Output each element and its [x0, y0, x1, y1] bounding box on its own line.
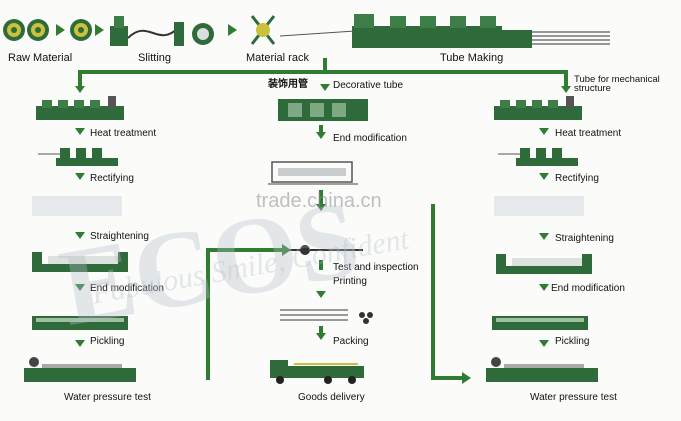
trade-china-watermark: trade.china.cn [256, 190, 382, 212]
arrow-right-icon [95, 24, 104, 36]
raw-material-label: Raw Material [8, 52, 73, 64]
left-straightening-machine [32, 252, 128, 272]
arrow-down-icon [75, 128, 85, 135]
tube-bundle [280, 309, 373, 324]
arrow-down-icon [75, 340, 85, 347]
center-end-machine [278, 99, 368, 121]
right-rectifying-label: Rectifying [555, 173, 599, 184]
arrow-down-icon [316, 204, 326, 211]
right-loop-bottom [431, 376, 463, 380]
connector-right [564, 70, 568, 88]
goods-delivery-label: Goods delivery [298, 392, 365, 403]
right-rectifying-machine [498, 148, 578, 166]
right-pickling-label: Pickling [555, 336, 590, 347]
arrow-down-icon [561, 86, 571, 93]
left-heat-machine [36, 96, 124, 120]
left-water-test-machine [24, 357, 136, 382]
material-rack [250, 15, 276, 45]
slitting-label: Slitting [138, 52, 172, 64]
center-stem-3 [319, 260, 323, 270]
printing-label: Printing [333, 276, 367, 287]
right-water-pressure-label: Water pressure test [530, 392, 617, 403]
packing-label: Packing [333, 336, 369, 347]
arrow-right-icon [282, 244, 291, 256]
test-inspection-label: Test and inspection [333, 262, 419, 273]
decorative-tube-chinese-label: 装饰用管 [268, 79, 308, 90]
center-stem-4 [319, 326, 323, 334]
arrow-down-icon [75, 86, 85, 93]
center-stem-1 [319, 125, 323, 133]
arrow-down-icon [320, 84, 330, 91]
material-rack-label: Material rack [246, 52, 309, 64]
left-rectifying-label: Rectifying [90, 173, 134, 184]
right-tube-mechanical-label: Tube for mechanical [574, 74, 660, 85]
left-pickling-tank [32, 316, 128, 330]
slitting-machine [110, 16, 214, 46]
right-blurred-stage [494, 196, 584, 216]
center-cut-machine [268, 161, 358, 185]
distribution-bar [78, 70, 568, 74]
arrow-down-icon [75, 284, 85, 291]
arrow-down-icon [539, 128, 549, 135]
left-heat-treatment-label: Heat treatment [90, 128, 157, 139]
connector-left [78, 70, 82, 88]
left-water-pressure-label: Water pressure test [64, 392, 151, 403]
center-end-modification-label: End modification [333, 133, 407, 144]
arrow-down-icon [316, 132, 326, 139]
arrow-right-icon [228, 24, 237, 36]
left-blurred-stage [32, 196, 122, 216]
right-water-test-machine [486, 357, 598, 382]
right-straightening-label: Straightening [555, 233, 614, 244]
arrow-down-icon [539, 233, 549, 240]
arrow-down-icon [75, 232, 85, 239]
left-loop-vertical [206, 248, 210, 380]
right-pickling-tank [492, 316, 588, 330]
left-pickling-label: Pickling [90, 336, 125, 347]
arrow-right-icon [56, 24, 65, 36]
test-probe-icon [287, 245, 363, 255]
right-straightening-machine [496, 254, 592, 274]
tube-making-label: Tube Making [440, 52, 504, 64]
coil-icon [70, 19, 92, 41]
arrow-right-icon [462, 372, 471, 384]
decorative-tube-label: Decorative tube [333, 80, 404, 91]
arrow-down-icon [316, 333, 326, 340]
left-straightening-label: Straightening [90, 231, 149, 242]
right-structure-label: structure [574, 83, 611, 94]
center-stem-2 [319, 190, 323, 206]
right-heat-treatment-label: Heat treatment [555, 128, 622, 139]
left-rectifying-machine [38, 148, 118, 166]
raw-material-coils [3, 19, 49, 41]
right-heat-machine [494, 96, 582, 120]
right-loop-vertical [431, 204, 435, 380]
connector-down [323, 58, 327, 70]
right-end-modification-label: End modification [551, 283, 625, 294]
delivery-truck-icon [270, 360, 364, 384]
arrow-down-icon [75, 173, 85, 180]
arrow-down-icon [539, 173, 549, 180]
arrow-down-icon [316, 291, 326, 298]
left-end-modification-label: End modification [90, 283, 164, 294]
tube-making-line [280, 14, 610, 48]
left-loop-top [206, 248, 286, 252]
arrow-down-icon [539, 340, 549, 347]
arrow-down-icon [539, 284, 549, 291]
